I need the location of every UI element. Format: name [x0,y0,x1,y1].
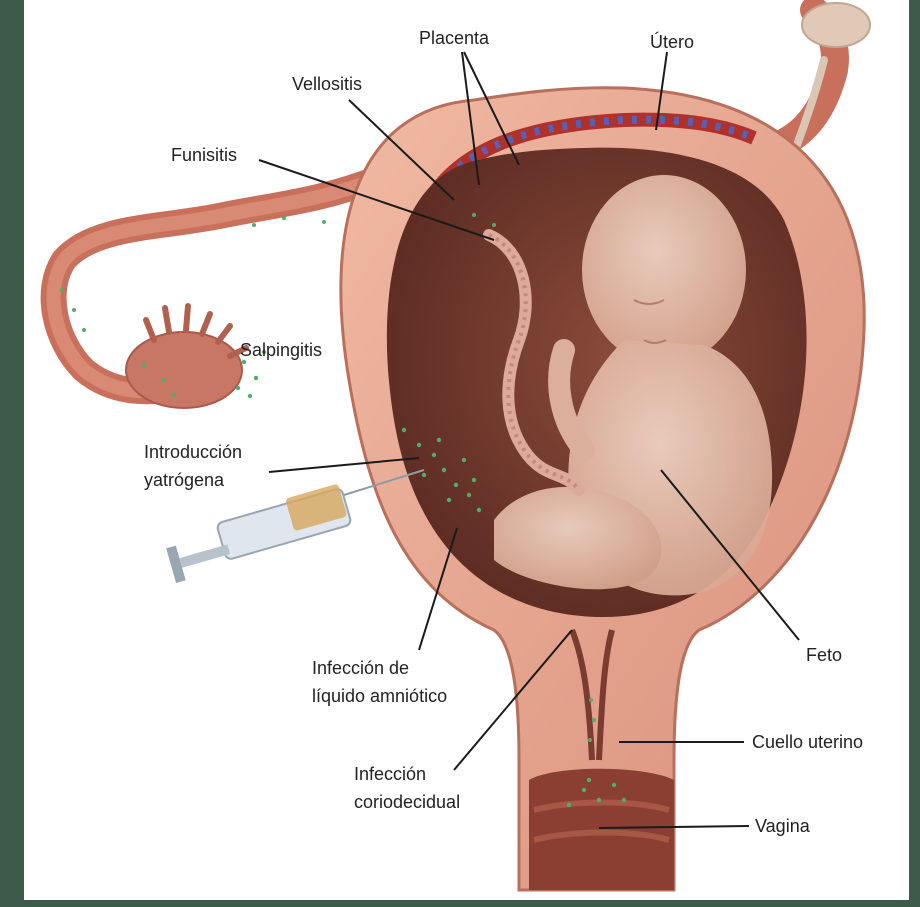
left-ovary [126,332,242,408]
figure-frame: Placenta Útero Vellositis Funisitis Salp… [24,0,909,900]
label-infeccion-liquido-line1: Infección de [312,656,409,681]
label-funisitis: Funisitis [171,143,237,168]
vagina [529,769,674,890]
label-infeccion-coriodecidual-line2: coriodecidual [354,790,460,815]
label-introduccion-line1: Introducción [144,440,242,465]
label-utero: Útero [650,30,694,55]
label-feto: Feto [806,643,842,668]
label-salpingitis: Salpingitis [240,338,322,363]
label-placenta: Placenta [419,26,489,51]
label-infeccion-coriodecidual-line1: Infección [354,762,426,787]
label-vellositis: Vellositis [292,72,362,97]
label-introduccion-line2: yatrógena [144,468,224,493]
label-infeccion-liquido-line2: líquido amniótico [312,684,447,709]
label-cuello-uterino: Cuello uterino [752,730,863,755]
right-ovary [802,3,870,47]
label-vagina: Vagina [755,814,810,839]
